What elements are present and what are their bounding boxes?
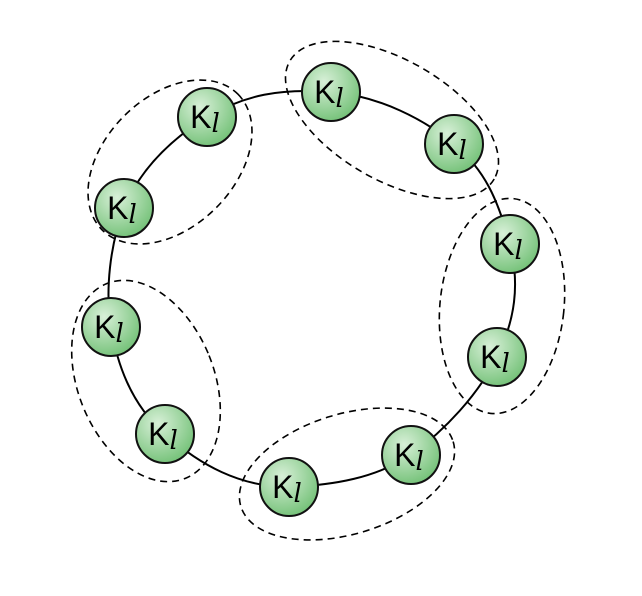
node-5: Kl	[480, 214, 540, 274]
node-label: Kl	[394, 437, 424, 477]
node-4: Kl	[424, 114, 484, 174]
node-10: Kl	[81, 297, 141, 357]
node-label: Kl	[148, 416, 178, 456]
node-circle	[424, 114, 484, 174]
node-circle	[94, 178, 154, 238]
node-3: Kl	[301, 62, 361, 122]
node-label: Kl	[314, 74, 344, 114]
node-label: Kl	[480, 339, 510, 379]
node-circle	[381, 425, 441, 485]
group-ellipse-bottom	[238, 407, 456, 541]
node-label: Kl	[107, 190, 137, 230]
node-2: Kl	[94, 178, 154, 238]
group-ellipse-right	[438, 197, 566, 415]
node-circle	[480, 214, 540, 274]
node-circle	[467, 327, 527, 387]
node-circle	[259, 457, 319, 517]
node-label: Kl	[493, 226, 523, 266]
node-circle	[135, 404, 195, 464]
group-ellipse-top-right	[284, 40, 500, 200]
node-circle	[81, 297, 141, 357]
node-label: Kl	[94, 309, 124, 349]
node-7: Kl	[381, 425, 441, 485]
node-circle	[177, 87, 237, 147]
node-8: Kl	[259, 457, 319, 517]
nodes: Kl Kl Kl Kl Kl Kl Kl Kl	[81, 62, 540, 517]
group-ellipse-top-left	[87, 79, 253, 245]
node-9: Kl	[135, 404, 195, 464]
group-ellipse-left	[70, 279, 222, 483]
node-1: Kl	[177, 87, 237, 147]
node-label: Kl	[272, 469, 302, 509]
node-circle	[301, 62, 361, 122]
node-label: Kl	[190, 99, 220, 139]
node-label: Kl	[437, 126, 467, 166]
node-6: Kl	[467, 327, 527, 387]
